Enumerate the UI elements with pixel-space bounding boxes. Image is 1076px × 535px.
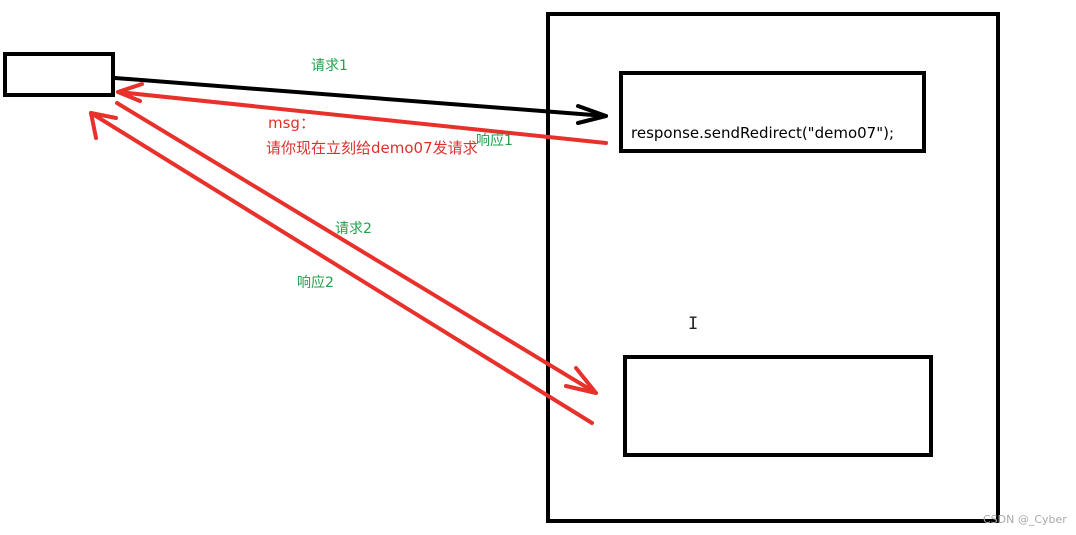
servlet-box-1 [619, 71, 926, 153]
text-cursor-icon: I [688, 314, 699, 334]
response2-arrow [89, 111, 594, 425]
server-box [546, 12, 1000, 523]
response1-label: 响应1 [476, 133, 513, 149]
request1-label: 请求1 [311, 58, 348, 74]
response1-arrow [116, 82, 608, 145]
msg-body-label: 请你现在立刻给demo07发请求 [266, 139, 478, 157]
msg-title-label: msg： [268, 114, 315, 132]
client-box [3, 52, 115, 97]
servlet-box-2 [623, 355, 933, 457]
redirect-code-label: response.sendRedirect("demo07"); [631, 124, 895, 142]
request2-label: 请求2 [335, 221, 372, 237]
request2-arrow [115, 101, 598, 395]
response2-label: 响应2 [297, 275, 334, 291]
watermark: CSDN @_Cyber [983, 513, 1067, 526]
request1-arrow [113, 76, 608, 125]
